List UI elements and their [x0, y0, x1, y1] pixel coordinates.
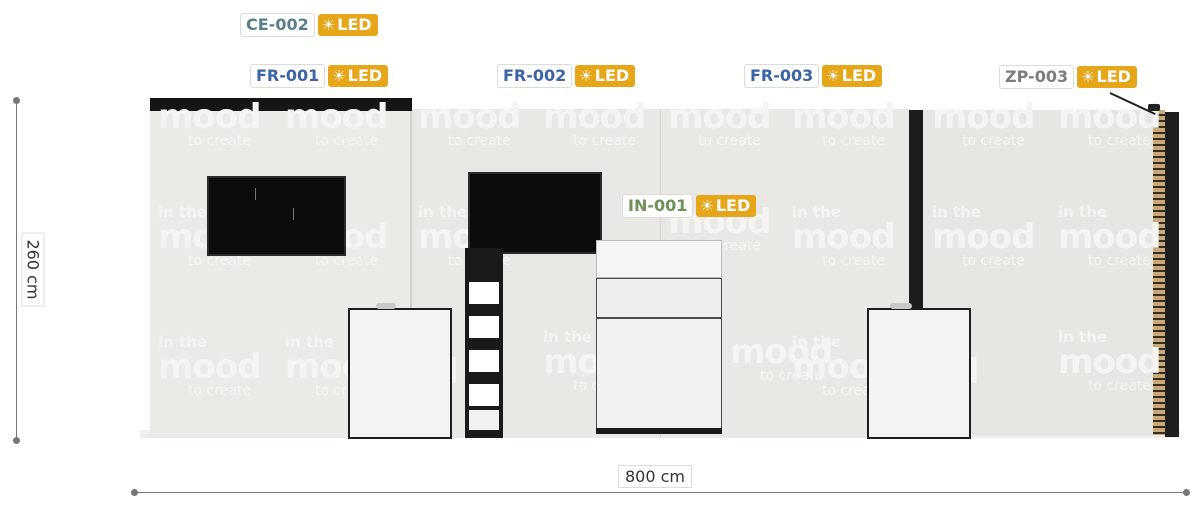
tag-fr-002[interactable]: FR-002 ☀LED — [497, 64, 636, 88]
led-badge: ☀LED — [1077, 66, 1137, 88]
height-dimension-line — [16, 100, 17, 440]
sun-icon: ☀ — [826, 67, 840, 85]
counter-left-top-detail — [376, 303, 396, 309]
sun-icon: ☀ — [1081, 68, 1095, 86]
sun-icon: ☀ — [579, 67, 593, 85]
tv-screen-left — [207, 176, 346, 256]
led-badge: ☀LED — [575, 65, 636, 87]
tv-screen-left-glint — [293, 208, 294, 220]
tv-screen-left-glint — [255, 188, 256, 200]
tag-ce-002[interactable]: CE-002 ☀LED — [240, 13, 378, 37]
height-dimension-end-top — [13, 97, 20, 104]
tag-in-001[interactable]: IN-001 ☀LED — [622, 194, 757, 218]
tag-fr-001[interactable]: FR-001 ☀LED — [250, 64, 389, 88]
led-badge: ☀LED — [328, 65, 389, 87]
right-pillar — [909, 110, 923, 308]
tag-fr-003[interactable]: FR-003 ☀LED — [744, 64, 883, 88]
right-edge-post — [1165, 112, 1179, 437]
tag-code: FR-001 — [250, 64, 326, 88]
led-badge: ☀LED — [822, 65, 883, 87]
sun-icon: ☀ — [700, 197, 714, 215]
width-dimension-label: 800 cm — [618, 465, 693, 488]
right-slatwall — [1153, 110, 1165, 435]
led-badge: ☀LED — [317, 14, 378, 36]
width-dimension-end-left — [131, 489, 138, 496]
width-dimension-end-right — [1183, 489, 1190, 496]
height-dimension-label: 260 cm — [21, 232, 45, 307]
led-badge: ☀LED — [696, 195, 757, 217]
tag-zp-003[interactable]: ZP-003 ☀LED — [999, 65, 1137, 89]
tag-code: FR-002 — [497, 64, 573, 88]
sun-icon: ☀ — [321, 16, 336, 34]
width-dimension-line — [134, 492, 1188, 493]
counter-left — [348, 308, 452, 439]
counter-right-top-detail — [890, 303, 912, 309]
tag-code: CE-002 — [240, 13, 315, 37]
brochure-rack — [465, 248, 503, 438]
spotlight-head — [1148, 104, 1160, 111]
info-counter — [596, 240, 722, 434]
tag-code: FR-003 — [744, 64, 820, 88]
tag-code: ZP-003 — [999, 65, 1075, 89]
height-dimension-end-bottom — [13, 437, 20, 444]
sun-icon: ☀ — [332, 67, 346, 85]
header-beam-left — [150, 98, 412, 111]
counter-right — [867, 308, 971, 439]
tv-screen-middle — [468, 172, 602, 254]
tag-code: IN-001 — [622, 194, 694, 218]
